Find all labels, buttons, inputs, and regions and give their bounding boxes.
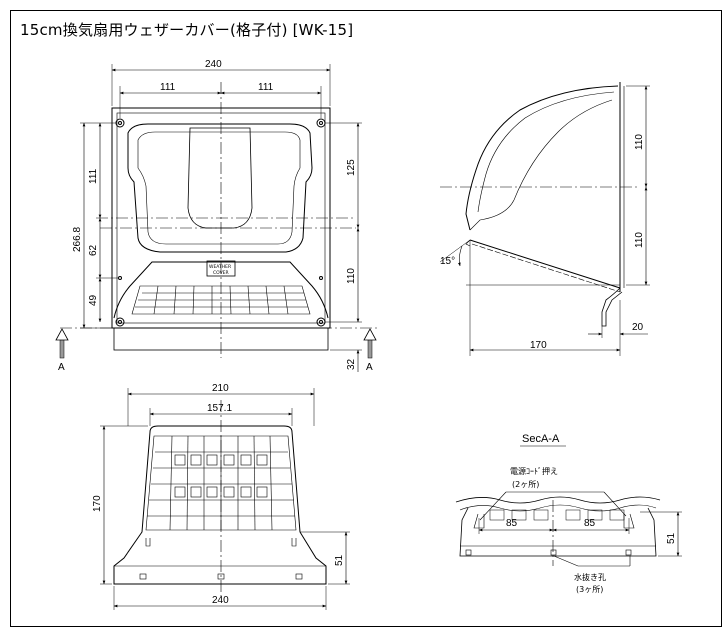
drawing-title: 15cm換気扇用ウェザーカバー(格子付) [WK-15] <box>20 21 354 39</box>
screw-hole-bottom-right <box>316 317 326 327</box>
cord-count: (2ヶ所) <box>512 479 539 489</box>
front-view-labels: 240 111 111 266.8 111 62 49 125 110 32 A… <box>58 59 373 373</box>
screw-hole-bottom-left <box>115 317 125 327</box>
dim-front-half-left: 111 <box>160 82 176 93</box>
section-mark-right: A <box>366 362 373 373</box>
bottom-view <box>100 388 350 610</box>
dim-bottom-height: 170 <box>92 495 103 512</box>
section-top-curve <box>455 496 661 504</box>
dim-front-left-mid: 62 <box>88 244 99 256</box>
front-grille <box>131 285 311 315</box>
front-view <box>55 64 380 372</box>
dim-side-upper: 110 <box>634 134 645 150</box>
dim-side-angle: 15° <box>440 256 455 267</box>
screw-hole-top-right <box>316 118 326 128</box>
dim-side-depth: 170 <box>530 340 547 351</box>
section-arrow-left <box>55 328 69 341</box>
dim-section-left: 85 <box>506 518 518 529</box>
drain-count: (3ヶ所) <box>576 584 603 594</box>
front-hood-outline <box>127 123 313 253</box>
drain-label: 水抜き孔 <box>574 572 606 582</box>
side-view-labels: 110 110 15° 170 20 <box>440 134 645 351</box>
section-mark-left: A <box>58 362 65 373</box>
front-hood-inner <box>137 131 301 245</box>
section-labels: SecA-A 電源ｺｰﾄﾞ押え (2ヶ所) 85 85 51 水抜き孔 (3ヶ所… <box>506 433 677 594</box>
dim-front-width-top: 240 <box>205 59 222 70</box>
side-view <box>439 82 650 356</box>
dim-section-right: 85 <box>584 518 596 529</box>
dim-section-height: 51 <box>666 532 677 544</box>
dim-front-half-right: 111 <box>258 82 274 93</box>
label-line2: COVER <box>213 270 229 276</box>
dim-side-lower: 110 <box>634 232 645 248</box>
side-foot <box>601 287 623 327</box>
front-label-box <box>206 260 236 277</box>
dim-front-left-upper: 111 <box>88 168 99 184</box>
cord-label: 電源ｺｰﾄﾞ押え <box>510 466 558 476</box>
front-hood-center-panel <box>187 127 253 229</box>
dim-front-height-total: 266.8 <box>72 227 83 252</box>
side-hood-outer <box>465 85 619 231</box>
dim-bottom-inner: 157.1 <box>207 403 232 414</box>
dim-bottom-width-top: 210 <box>212 383 229 394</box>
dim-bottom-width-bottom: 240 <box>212 595 229 606</box>
section-body <box>459 507 657 557</box>
label-line1: WEATHER <box>209 264 231 270</box>
dim-front-right-upper: 125 <box>346 159 357 176</box>
dim-front-bottom-offset: 32 <box>346 358 357 370</box>
section-view <box>455 445 682 567</box>
section-arrow-right <box>363 328 377 341</box>
dim-front-left-low: 49 <box>88 294 99 306</box>
bottom-view-labels: 210 157.1 170 51 240 <box>92 383 345 606</box>
dim-bottom-base-height: 51 <box>334 554 345 566</box>
dim-side-flange: 20 <box>632 322 644 333</box>
bottom-body-outline <box>113 425 327 585</box>
side-grille-slope <box>469 239 621 289</box>
drawing-frame <box>10 10 722 627</box>
section-title: SecA-A <box>522 433 560 445</box>
dim-front-right-low: 110 <box>346 268 357 284</box>
